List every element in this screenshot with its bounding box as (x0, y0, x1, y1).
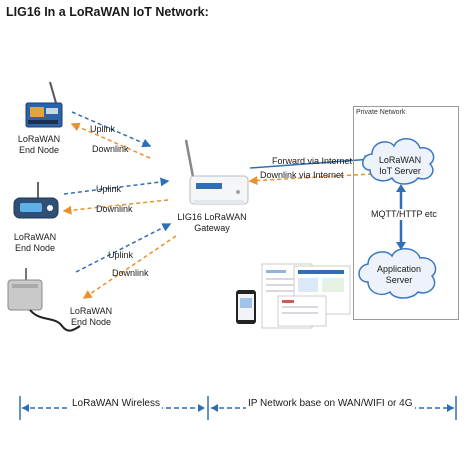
gateway-device-icon (184, 139, 249, 205)
end-node-1-device-icon (25, 81, 63, 128)
ip-network-label: IP Network base on WAN/WIFI or 4G (246, 398, 415, 409)
uplink-arrow-2 (63, 177, 170, 195)
forward-internet-label: Forward via Internet (272, 156, 353, 166)
mqtt-arrow-up-icon (396, 184, 406, 192)
uplink-label-2: Uplink (96, 184, 122, 194)
uplink-arrow-3 (75, 223, 172, 273)
private-network-label: Private Network (356, 109, 406, 116)
mqtt-arrow-down-icon (396, 242, 406, 250)
app-server-label: Application Server (376, 264, 422, 285)
downlink-label-1: Downlink (92, 144, 129, 154)
forward-internet-arrow (249, 155, 374, 169)
end-node-2-device-icon (13, 182, 59, 219)
end-node-2-label: LoRaWAN End Node (13, 232, 57, 253)
uplink-label-3: Uplink (108, 250, 134, 260)
iot-server-label: LoRaWAN IoT Server (378, 155, 422, 176)
downlink-internet-arrow (248, 173, 373, 186)
uplink-label-1: Uplink (90, 124, 116, 134)
downlink-arrow-3 (82, 235, 177, 299)
gateway-label: LIG16 LoRaWAN Gateway (177, 212, 247, 233)
private-network-box (353, 106, 459, 320)
end-node-3-device-icon (7, 268, 81, 332)
downlink-arrow-2 (62, 199, 169, 215)
downlink-label-2: Downlink (96, 204, 133, 214)
app-dashboard-screens-icon (236, 263, 351, 329)
downlink-internet-label: Downlink via Internet (260, 170, 344, 180)
mqtt-label: MQTT/HTTP etc (371, 209, 437, 220)
wireless-label: LoRaWAN Wireless (70, 398, 162, 409)
downlink-arrow-1 (70, 122, 151, 159)
iot-server-cloud-icon (362, 138, 435, 185)
end-node-3-label: LoRaWAN End Node (69, 306, 113, 327)
app-server-cloud-icon (358, 248, 437, 299)
uplink-arrow-1 (71, 111, 152, 148)
downlink-label-3: Downlink (112, 268, 149, 278)
end-node-1-label: LoRaWAN End Node (17, 134, 61, 155)
diagram-title: LIG16 In a LoRaWAN IoT Network: (6, 5, 209, 19)
